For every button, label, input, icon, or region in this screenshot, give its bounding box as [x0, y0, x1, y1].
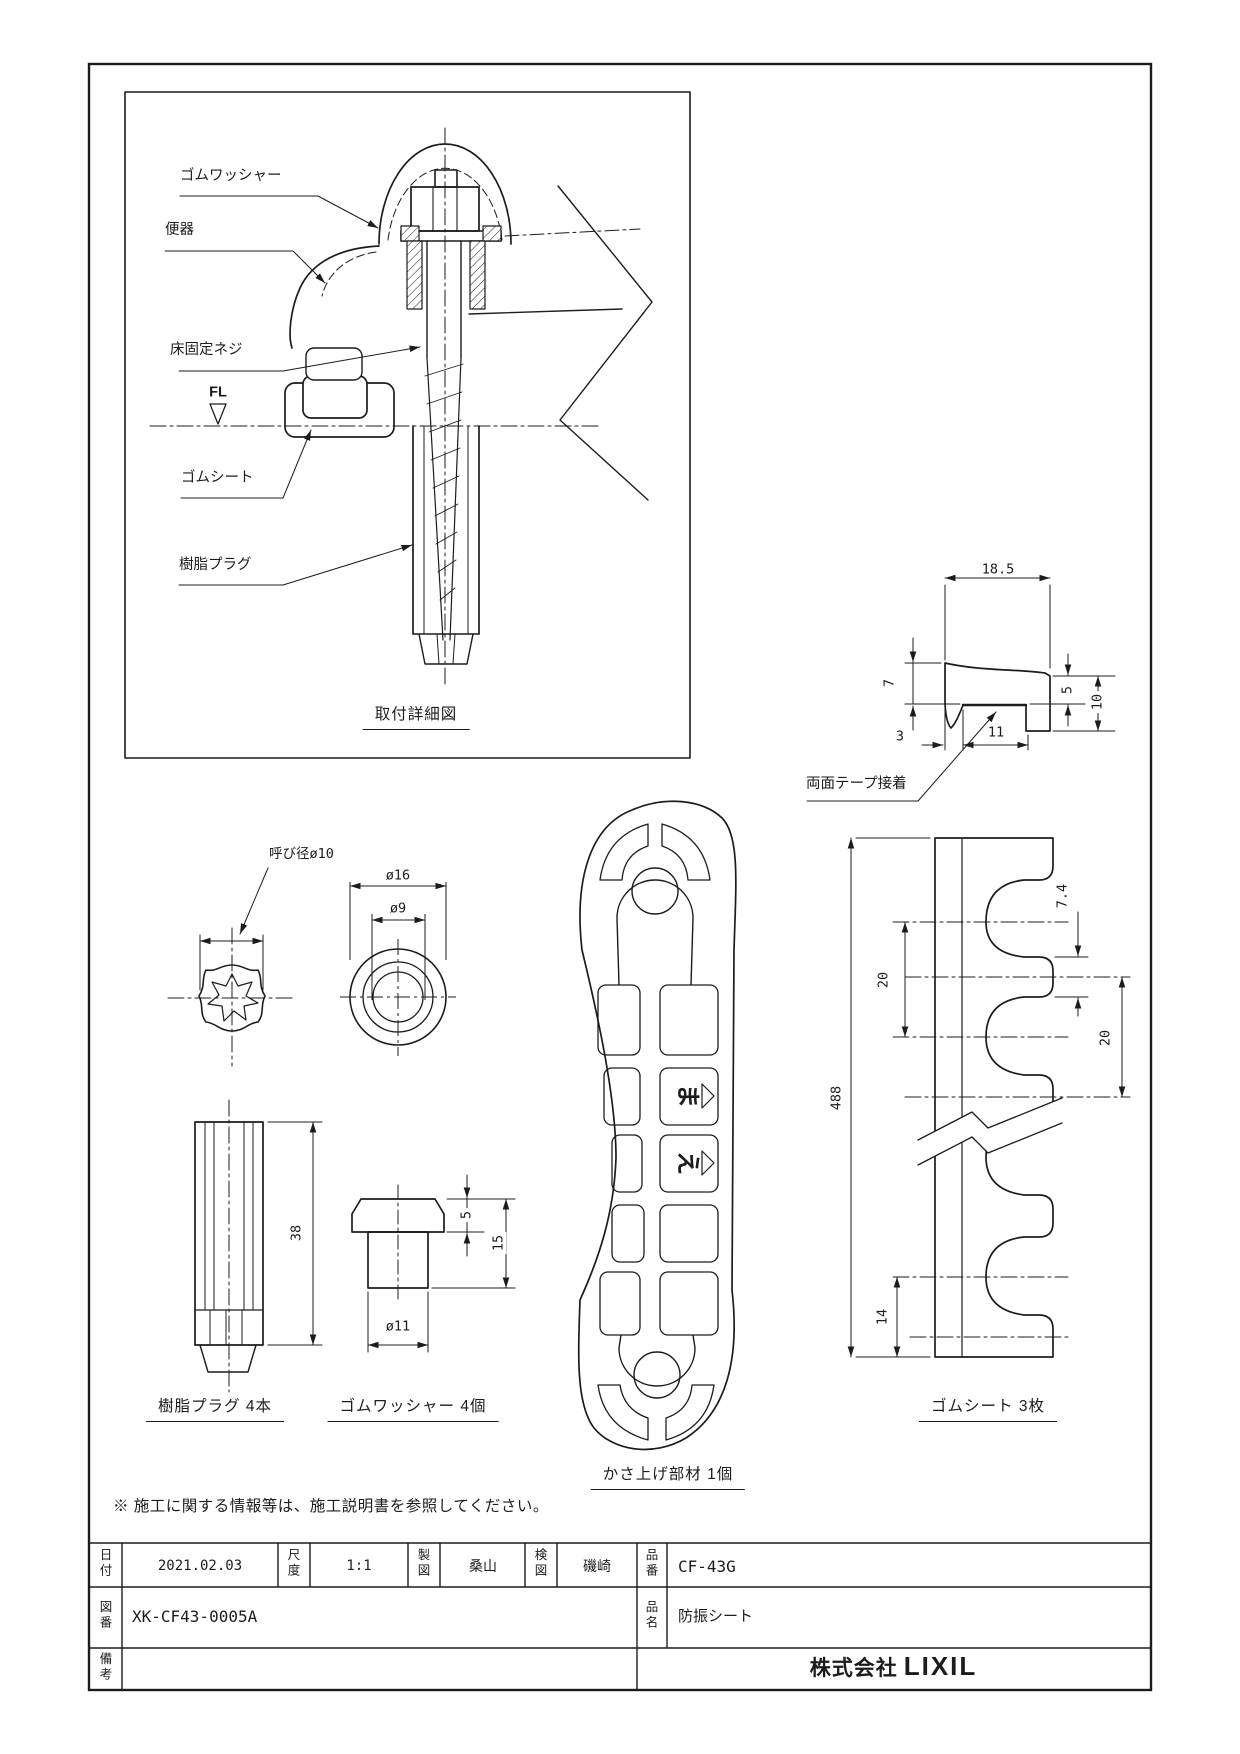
label-rubber-sheet: ゴムシート: [181, 470, 254, 486]
dim-sheet-tab: 7.4: [1054, 880, 1070, 912]
label-fl: FL: [209, 384, 227, 401]
plug-side-view: [194, 1099, 323, 1393]
company-prefix: 株式会社: [809, 1657, 898, 1680]
riser-mark-front: ま: [673, 1084, 701, 1108]
title-part-no: CF-43G: [678, 1557, 736, 1576]
riser-view: [577, 800, 737, 1451]
dim-profile-left-step: 3: [892, 730, 908, 744]
label-toilet: 便器: [165, 222, 194, 238]
dim-profile-notch: 11: [984, 726, 1008, 740]
caption-detail-view: 取付詳細図: [362, 706, 470, 730]
title-remarks-label: 備考: [97, 1652, 112, 1683]
label-rubber-washer: ゴムワッシャー: [180, 168, 282, 184]
dim-profile-width: 18.5: [978, 563, 1018, 577]
dim-sheet-pitch-left: 20: [875, 968, 891, 992]
title-scale: 1:1: [346, 1557, 372, 1574]
label-resin-plug: 樹脂プラグ: [179, 557, 252, 573]
detail-view: [124, 91, 691, 759]
label-double-sided-tape: 両面テープ接着: [806, 776, 907, 792]
title-checker: 磯崎: [583, 1557, 611, 1574]
title-checker-label: 検図: [532, 1548, 547, 1579]
dim-plug-length: 38: [288, 1221, 304, 1245]
dim-washer-head-height: 5: [458, 1207, 474, 1223]
title-date: 2021.02.03: [157, 1557, 243, 1574]
title-block-lines: [90, 1542, 1150, 1690]
dim-washer-outer: ø16: [382, 869, 414, 883]
washer-top-view: [340, 882, 456, 1056]
label-floor-screw: 床固定ネジ: [170, 342, 243, 358]
dim-washer-inner: ø9: [386, 902, 410, 916]
sheet-border: [87, 62, 1153, 1692]
dim-sheet-end: 14: [874, 1305, 890, 1329]
company-brand: LIXIL: [903, 1651, 978, 1681]
title-drawing-no: XK-CF43-0005A: [132, 1607, 258, 1626]
caption-rubber-sheet: ゴムシート 3枚: [919, 1398, 1057, 1422]
title-drafter-label: 製図: [415, 1548, 430, 1579]
caption-riser: かさ上げ部材 1個: [590, 1466, 746, 1490]
dim-sheet-length: 488: [828, 1082, 844, 1114]
profile-view: [806, 574, 1116, 802]
installation-note: ※ 施工に関する情報等は、施工説明書を参照してください。: [113, 1498, 549, 1515]
title-part-no-label: 品番: [643, 1548, 658, 1579]
riser-mark-back: え: [673, 1151, 701, 1175]
title-part-name: 防振シート: [678, 1608, 754, 1625]
title-drafter: 桑山: [469, 1557, 497, 1574]
plug-star-view: [167, 867, 297, 1067]
title-part-name-label: 品名: [643, 1600, 658, 1631]
dim-washer-height: 15: [490, 1231, 506, 1255]
caption-rubber-washer: ゴムワッシャー 4個: [327, 1398, 499, 1422]
dim-washer-body: ø11: [382, 1320, 414, 1334]
dim-profile-left-height: 7: [881, 675, 897, 691]
sheet-view: [847, 837, 1131, 1358]
company-logo: 株式会社 LIXIL: [637, 1651, 1150, 1682]
caption-resin-plug: 樹脂プラグ 4本: [146, 1398, 284, 1422]
dim-plug-nominal: 呼び径ø10: [266, 847, 337, 862]
title-drawing-no-label: 図番: [97, 1600, 112, 1631]
dim-profile-right-step: 5: [1059, 682, 1075, 698]
dim-sheet-pitch-right: 20: [1097, 1026, 1113, 1050]
washer-side-view: [351, 1174, 516, 1353]
title-scale-label: 尺度: [285, 1548, 300, 1579]
dim-profile-right-height: 10: [1089, 690, 1105, 714]
title-date-label: 日付: [97, 1548, 112, 1579]
